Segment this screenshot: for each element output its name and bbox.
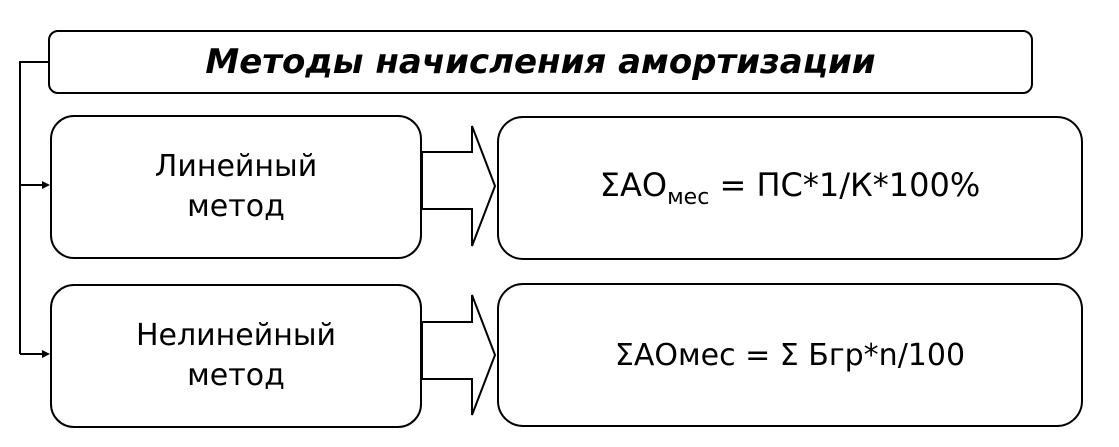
bracket-arrowhead-1	[42, 181, 50, 189]
nonlinear-formula-box: ΣАОмес = Σ Бгр*n/100	[497, 283, 1083, 427]
linear-formula-suffix: = ПС*1/К*100%	[709, 166, 981, 204]
linear-formula: ΣАОмес = ПС*1/К*100%	[600, 166, 980, 210]
linear-method-line2: метод	[187, 189, 285, 224]
nonlinear-method-box: Нелинейный метод	[50, 284, 422, 428]
linear-formula-prefix: ΣАО	[599, 166, 668, 204]
linear-method-box: Линейный метод	[50, 115, 422, 259]
diagram-title-box: Методы начисления амортизации	[48, 30, 1033, 94]
bracket-arrowhead-2	[42, 350, 50, 358]
left-bracket-line	[19, 61, 48, 354]
linear-formula-box: ΣАОмес = ПС*1/К*100%	[497, 116, 1083, 260]
nonlinear-formula: ΣАОмес = Σ Бгр*n/100	[614, 337, 966, 373]
linear-formula-subscript: мес	[667, 185, 710, 210]
nonlinear-method-line1: Нелинейный	[135, 318, 337, 353]
linear-method-line1: Линейный	[154, 149, 318, 184]
diagram-title: Методы начисления амортизации	[205, 42, 876, 82]
nonlinear-method-line2: метод	[187, 358, 285, 393]
block-arrow-1	[421, 125, 497, 247]
block-arrow-2	[421, 294, 497, 416]
